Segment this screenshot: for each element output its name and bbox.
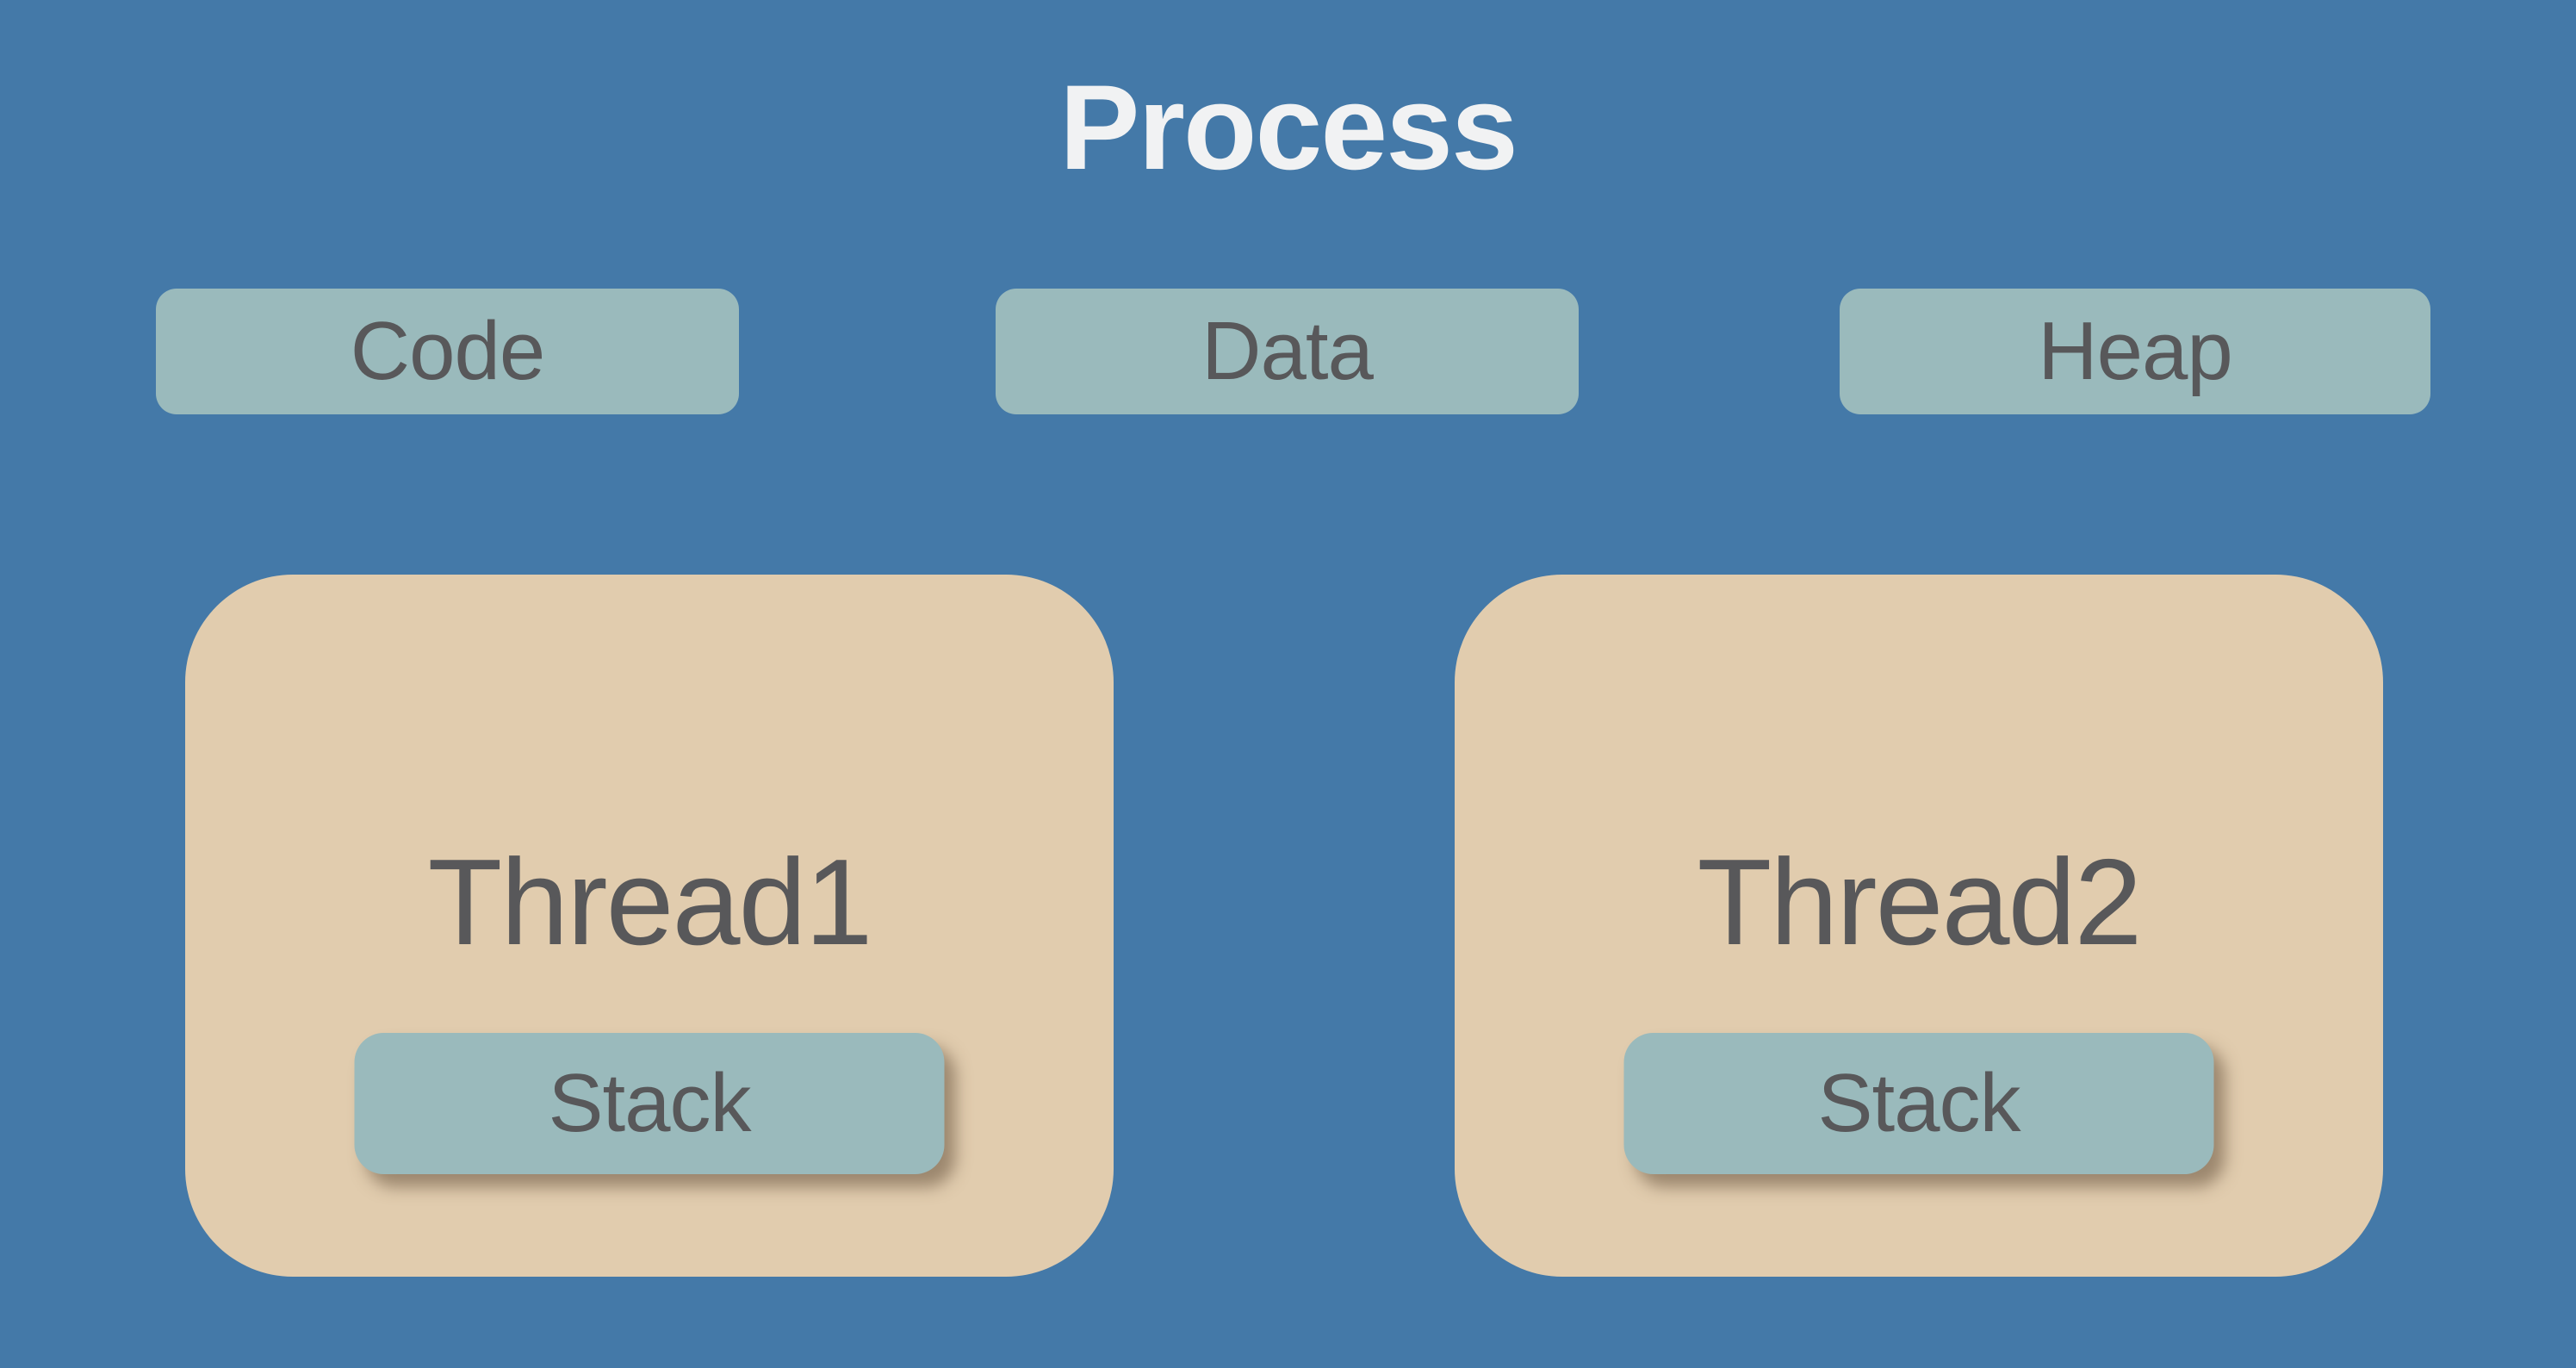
code-segment-box: Code	[156, 289, 739, 414]
thread2-stack-label: Stack	[1817, 1057, 2020, 1149]
data-segment-box: Data	[996, 289, 1579, 414]
thread1-box: Thread1 Stack	[185, 575, 1114, 1277]
process-title: Process	[1059, 59, 1518, 195]
heap-segment-label: Heap	[2038, 305, 2232, 397]
thread2-box: Thread2 Stack	[1455, 575, 2383, 1277]
data-segment-label: Data	[1201, 305, 1374, 397]
thread1-stack-label: Stack	[548, 1057, 751, 1149]
heap-segment-box: Heap	[1840, 289, 2430, 414]
thread1-stack-box: Stack	[354, 1033, 945, 1174]
thread1-label: Thread1	[427, 834, 873, 971]
code-segment-label: Code	[350, 305, 545, 397]
thread2-stack-box: Stack	[1623, 1033, 2214, 1174]
thread2-label: Thread2	[1697, 834, 2143, 971]
